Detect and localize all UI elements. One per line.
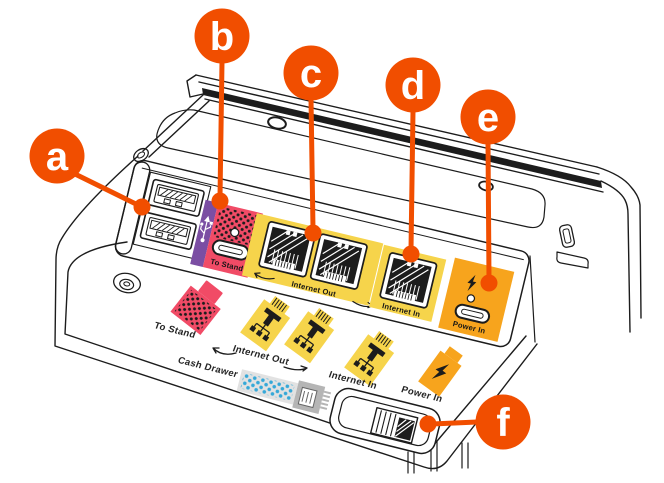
power-in-panel: Power In [438, 257, 515, 342]
cash-drawer-port [329, 387, 441, 455]
device-outline [54, 74, 642, 474]
marker-a-circle [29, 128, 85, 184]
marker-f-circle [475, 394, 531, 450]
top-edge [195, 74, 598, 168]
lightning-icon [467, 274, 477, 291]
countersunk-screw-hole [113, 272, 141, 294]
screw-hole [267, 116, 287, 130]
marker-b-letter: b [210, 15, 234, 59]
printed-cash-drawer-label: Cash Drawer [176, 355, 239, 380]
side-usb-slot [558, 224, 576, 248]
marker-d-circle [385, 57, 441, 113]
marker-c-circle [283, 45, 339, 101]
led-indicator [466, 294, 476, 303]
led-indicator [230, 227, 240, 238]
internet-out-panel: Internet Out [241, 213, 384, 309]
marker-d-dot [402, 245, 420, 263]
ethernet-port [309, 232, 369, 291]
marker-d-line [408, 108, 416, 253]
cash-drawer-jack [369, 406, 419, 444]
bay-recess-line [141, 167, 524, 261]
callout-markers: a b c d e f [29, 8, 531, 450]
top-dark-band [202, 88, 602, 188]
marker-d: d [385, 57, 441, 263]
marker-b-circle [194, 8, 250, 64]
right-inner-edge [600, 180, 631, 333]
marker-b-dot [211, 192, 229, 210]
marker-c: c [283, 45, 339, 242]
arrow-left-icon [212, 347, 237, 355]
marker-c-line [308, 96, 316, 232]
legs [407, 440, 469, 474]
ports-bay: To Stand Internet Out Internet In Power … [114, 159, 530, 348]
marker-b: b [194, 8, 250, 210]
marker-a-letter: a [46, 135, 69, 179]
marker-f-line [429, 419, 480, 427]
marker-c-letter: c [300, 52, 322, 96]
printed-graphics: To Stand Internet Out Internet In Power … [152, 280, 467, 415]
marker-c-dot [304, 224, 322, 242]
usb-a-port [147, 178, 206, 218]
marker-a: a [29, 128, 151, 216]
printed-power-in-tag [418, 343, 467, 397]
marker-d-letter: d [401, 64, 425, 108]
printed-internet-out-tag [283, 303, 341, 364]
marker-e-letter: e [477, 96, 499, 140]
usb-a-port [139, 211, 198, 251]
printed-cash-drawer-tag [236, 369, 332, 415]
slab-left-cap [186, 74, 204, 98]
marker-b-line [217, 59, 225, 200]
arrow-left-icon [254, 272, 275, 280]
marker-e-circle [460, 89, 516, 145]
marker-a-line [72, 171, 143, 209]
marker-e-line [485, 140, 492, 282]
printed-to-stand-tag [170, 280, 223, 336]
arrow-right-icon [283, 365, 308, 372]
latch-tab [556, 251, 589, 269]
marker-e-dot [480, 274, 498, 292]
marker-f-dot [419, 415, 437, 433]
marker-f-letter: f [496, 401, 510, 445]
marker-f: f [419, 394, 531, 450]
marker-a-dot [133, 198, 151, 216]
speaker-dots [213, 206, 260, 246]
usb-icon [199, 215, 214, 243]
right-outer-edge [596, 166, 642, 319]
marker-e: e [460, 89, 516, 292]
